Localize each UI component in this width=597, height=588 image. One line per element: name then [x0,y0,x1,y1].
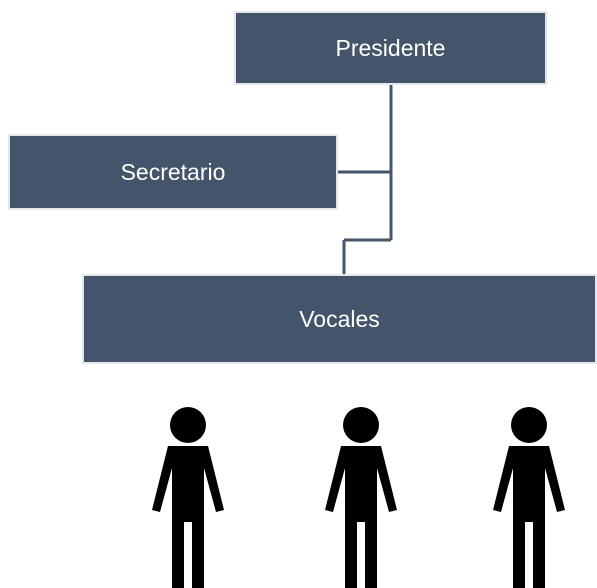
secretary-box: Secretario [8,134,338,210]
person-icon [152,407,224,588]
members-label: Vocales [299,305,380,332]
president-box: Presidente [234,11,547,85]
person-icon [493,407,565,588]
members-box: Vocales [82,274,597,364]
president-label: Presidente [335,34,446,61]
person-icon [325,407,397,588]
secretary-label: Secretario [120,158,226,185]
